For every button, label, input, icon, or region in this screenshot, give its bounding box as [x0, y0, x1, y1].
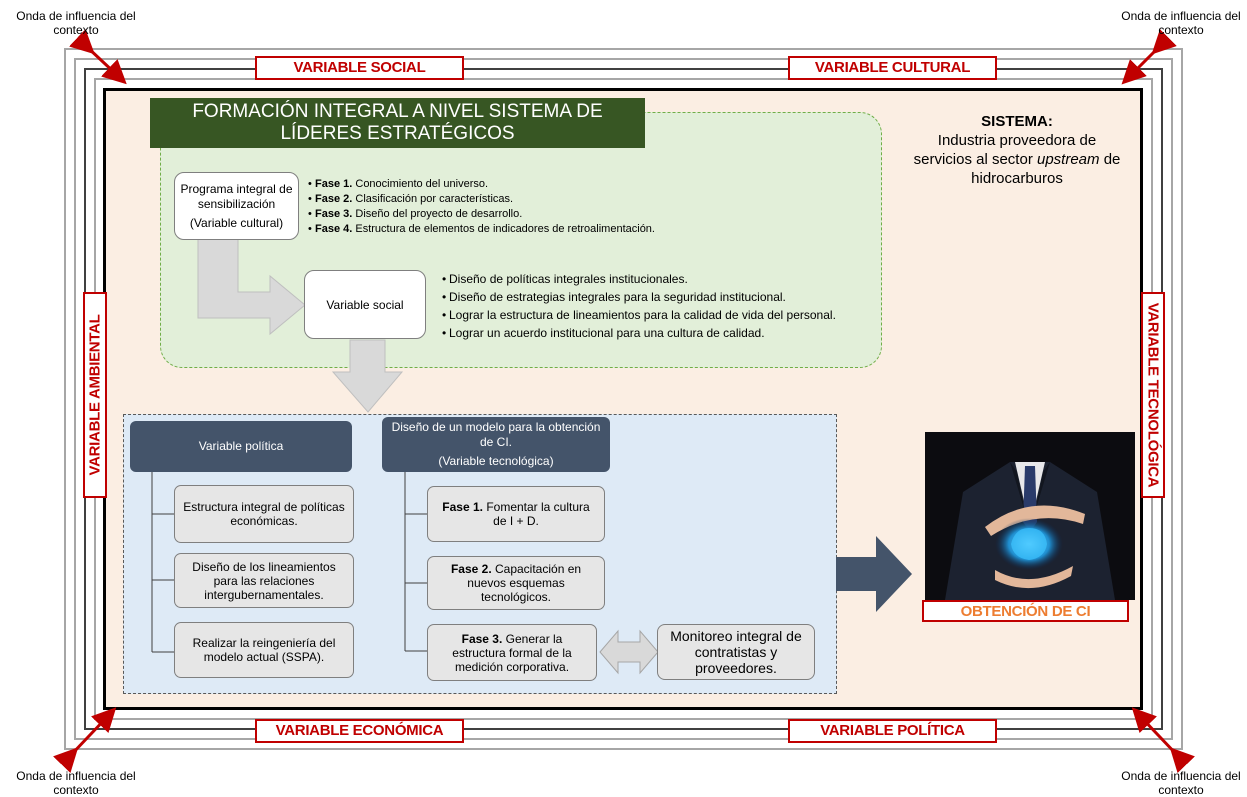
main-title: FORMACIÓN INTEGRAL A NIVEL SISTEMA DE LÍ…	[150, 98, 645, 148]
variable-social-label: VARIABLE SOCIAL	[255, 56, 464, 80]
down-arrow-to-models	[331, 339, 404, 413]
corner-label-top-left: Onda de influencia del contexto	[16, 9, 136, 37]
social-box: Variable social	[304, 270, 426, 339]
arrow-to-obtencion	[836, 536, 912, 612]
social-items: Diseño de políticas integrales instituci…	[442, 270, 882, 342]
tecnologica-phase: Fase 3. Generar la estructura formal de …	[427, 624, 597, 681]
tecnologica-phase: Fase 2. Capacitación en nuevos esquemas …	[427, 556, 605, 610]
program-phase-item: Fase 1. Conocimiento del universo.	[308, 177, 738, 192]
social-item: Lograr un acuerdo institucional para una…	[442, 324, 882, 342]
politica-item: Diseño de los lineamientos para las rela…	[174, 553, 354, 608]
variable-politica-label: VARIABLE POLÍTICA	[788, 719, 997, 743]
politica-item: Realizar la reingeniería del modelo actu…	[174, 622, 354, 678]
tecnologica-sub: (Variable tecnológica)	[438, 454, 554, 468]
system-line2: de	[1103, 151, 1121, 168]
variable-tecnologica-label: VARIABLE TECNOLÓGICA	[1141, 292, 1165, 498]
program-box: Programa integral de sensibilización (Va…	[174, 172, 299, 240]
variable-economica-label: VARIABLE ECONÓMICA	[255, 719, 464, 743]
program-phase-item: Fase 4. Estructura de elementos de indic…	[308, 222, 738, 237]
outer-frame-1	[64, 48, 1183, 750]
tecnologica-title: Diseño de un modelo para la obtención de…	[391, 420, 601, 449]
variable-cultural-label: VARIABLE CULTURAL	[788, 56, 997, 80]
tecnologica-phase: Fase 1. Fomentar la cultura de I + D.	[427, 486, 605, 542]
system-description: SISTEMA: Industria proveedora de servici…	[912, 112, 1122, 188]
monitoreo-box: Monitoreo integral de contratistas y pro…	[657, 624, 815, 680]
l-arrow-program-to-social	[197, 237, 306, 336]
program-phase-item: Fase 3. Diseño del proyecto de desarroll…	[308, 207, 738, 222]
corner-label-bottom-left: Onda de influencia del contexto	[16, 769, 136, 797]
tecnologica-header: Diseño de un modelo para la obtención de…	[382, 417, 610, 472]
social-item: Diseño de estrategias integrales para la…	[442, 288, 882, 306]
arrow-bottom-left	[53, 707, 117, 773]
system-italic: upstream	[1036, 151, 1100, 168]
executive-brain-image	[925, 432, 1135, 600]
arrow-top-right	[1121, 29, 1177, 85]
program-phase-item: Fase 2. Clasificación por característica…	[308, 192, 738, 207]
program-title: Programa integral de sensibilización	[180, 181, 293, 211]
system-line3: hidrocarburos	[971, 170, 1063, 187]
arrow-top-left	[69, 29, 127, 85]
politica-header: Variable política	[130, 421, 352, 472]
double-arrow-fase3-monitoreo	[599, 629, 659, 675]
program-sub: (Variable cultural)	[189, 215, 284, 230]
program-phases: Fase 1. Conocimiento del universo. Fase …	[308, 177, 738, 237]
system-heading: SISTEMA:	[981, 113, 1053, 130]
social-item: Diseño de políticas integrales instituci…	[442, 270, 882, 288]
corner-label-top-right: Onda de influencia del contexto	[1121, 9, 1241, 37]
variable-ambiental-label: VARIABLE AMBIENTAL	[83, 292, 107, 498]
politica-item: Estructura integral de políticas económi…	[174, 485, 354, 543]
obtencion-label: OBTENCIÓN DE CI	[922, 600, 1129, 622]
system-line1: Industria proveedora de servicios al sec…	[913, 132, 1097, 168]
corner-label-bottom-right: Onda de influencia del contexto	[1121, 769, 1241, 797]
social-item: Lograr la estructura de lineamientos par…	[442, 306, 882, 324]
outer-frame-2	[74, 58, 1173, 740]
arrow-bottom-right	[1131, 707, 1195, 773]
